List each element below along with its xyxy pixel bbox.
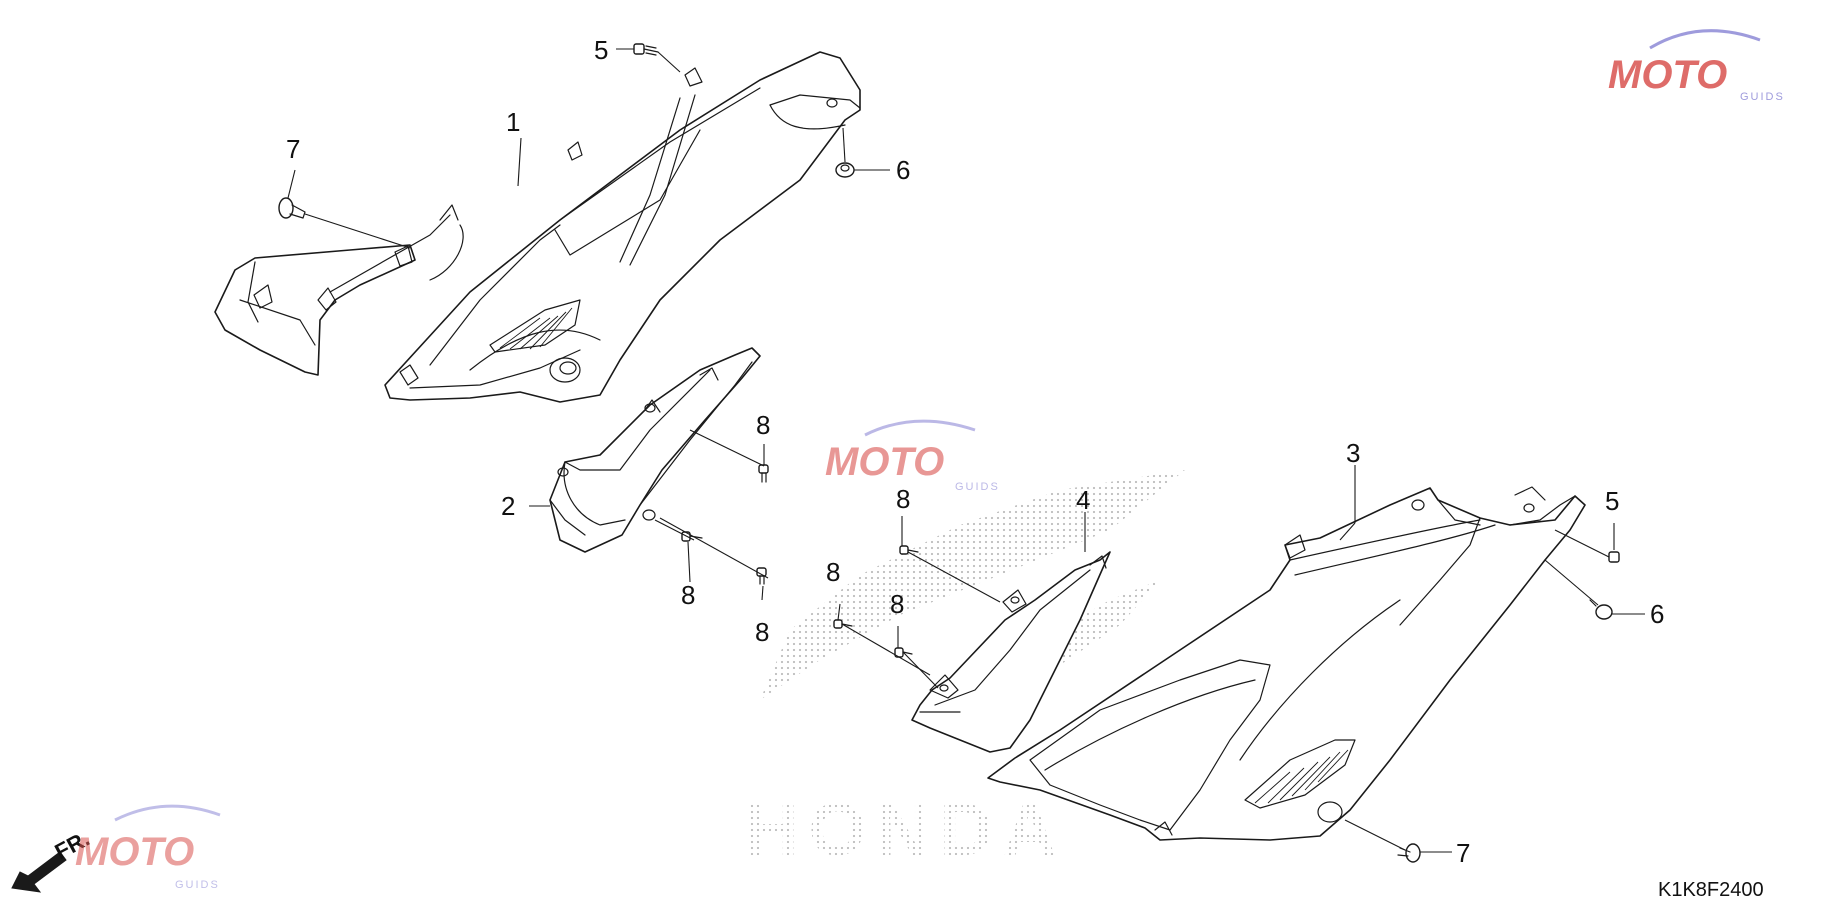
screw-5-top: [633, 43, 659, 56]
bolt-8-d: [899, 545, 919, 555]
callout-6-top: 6: [896, 155, 910, 185]
callout-8-a: 8: [756, 410, 770, 440]
callout-2: 2: [501, 491, 515, 521]
callout-3: 3: [1346, 438, 1360, 468]
nut-6-top: [835, 162, 855, 178]
watermark-main-center: MOTO: [825, 440, 944, 484]
callout-5-right: 5: [1605, 486, 1619, 516]
callout-5-top: 5: [594, 35, 608, 65]
screw-5-right: [1608, 551, 1620, 563]
honda-wing-logo-background: HONDA: [745, 470, 1185, 871]
part-1-side-cover-left: [384, 51, 861, 403]
honda-logo-text: HONDA: [745, 788, 1066, 871]
callout-8-e: 8: [826, 557, 840, 587]
callout-8-c: 8: [755, 617, 769, 647]
callout-7-left: 7: [286, 134, 300, 164]
watermark-sub-bottom: GUIDS: [175, 879, 220, 891]
callout-4: 4: [1076, 485, 1090, 515]
callout-8-d: 8: [896, 484, 910, 514]
callout-8-b: 8: [681, 580, 695, 610]
watermark-bottom-left: MOTO GUIDS: [75, 804, 221, 891]
callout-labels: 1 2 3 4 5 5 6 6 7 7 8 8 8 8 8 8: [286, 35, 1664, 868]
fasteners: [278, 43, 1620, 863]
part-code-label: K1K8F2400: [1658, 879, 1764, 901]
rivet-7-right: [1397, 843, 1421, 863]
callout-6-right: 6: [1650, 599, 1664, 629]
leader-lines: [287, 48, 1645, 853]
watermark-sub: GUIDS: [1740, 91, 1785, 103]
part-3-side-cover-right: [987, 486, 1586, 841]
bolt-8-f: [894, 647, 913, 658]
part-4-middle-cover: [911, 551, 1111, 753]
watermark-main-bottom: MOTO: [75, 830, 194, 874]
callout-7-right: 7: [1456, 838, 1470, 868]
bolt-8-a: [758, 464, 769, 483]
callout-8-f: 8: [890, 589, 904, 619]
watermark-main: MOTO: [1608, 53, 1727, 97]
callout-1: 1: [506, 107, 520, 137]
part-1-front-flap: [214, 204, 464, 376]
watermark-center: MOTO GUIDS: [825, 419, 1000, 493]
watermark-sub-center: GUIDS: [955, 481, 1000, 493]
rivet-7-left: [278, 197, 306, 219]
watermark-top-right: MOTO GUIDS: [1608, 29, 1785, 103]
part-2-bracket: [549, 347, 761, 553]
nut-6-right: [1589, 599, 1613, 620]
